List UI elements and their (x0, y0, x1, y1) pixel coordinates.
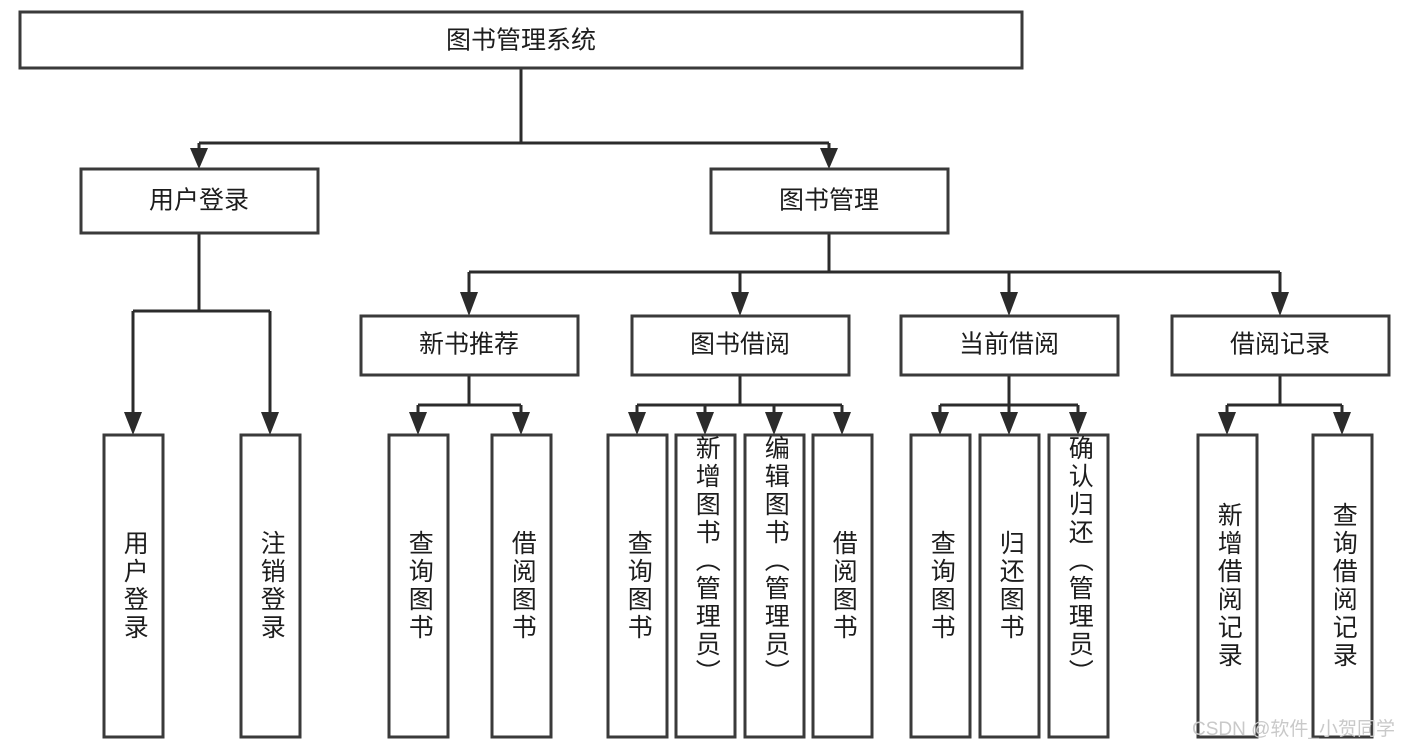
node-new-book-recommend-box[interactable] (359, 314, 580, 377)
node-book-borrow-label: 图书借阅 (690, 331, 790, 359)
connector-group-root (190, 68, 838, 169)
arrow-head-icon (628, 412, 646, 435)
arrow-head-icon (731, 292, 749, 316)
connector-group-user-login (124, 233, 279, 435)
arrow-head-icon (1069, 412, 1087, 435)
arrow-head-icon (460, 292, 478, 316)
arrow-head-icon (931, 412, 949, 435)
arrow-head-icon (833, 412, 851, 435)
node-borrow-record-label: 借阅记录 (1230, 331, 1330, 359)
arrow-head-icon (1333, 412, 1351, 435)
node-book-manage-box[interactable] (709, 167, 950, 235)
arrow-head-icon (1000, 292, 1018, 316)
node-borrow-record-box[interactable] (1170, 314, 1391, 377)
leaf-box-group (102, 433, 1374, 739)
node-book-borrow-box[interactable] (630, 314, 851, 377)
leaf-box[interactable] (102, 433, 165, 739)
node-root-box[interactable] (18, 10, 1024, 70)
leaf-box[interactable] (909, 433, 972, 739)
leaf-box[interactable] (1196, 433, 1259, 739)
arrow-head-icon (409, 412, 427, 435)
leaf-box[interactable] (978, 433, 1041, 739)
node-new-book-recommend[interactable]: 新书推荐 (359, 314, 580, 377)
arrow-head-icon (1218, 412, 1236, 435)
arrow-head-icon (190, 148, 208, 169)
node-root-label: 图书管理系统 (446, 27, 596, 55)
arrow-head-icon (512, 412, 530, 435)
node-current-borrow-box[interactable] (899, 314, 1120, 377)
leaf-box[interactable] (387, 433, 450, 739)
node-user-login[interactable]: 用户登录 (79, 167, 320, 235)
leaf-box[interactable] (674, 433, 737, 739)
arrow-head-icon (820, 148, 838, 169)
node-new-book-recommend-label: 新书推荐 (419, 331, 519, 359)
arrow-head-icon (1000, 412, 1018, 435)
leaf-box[interactable] (811, 433, 874, 739)
leaf-box[interactable] (490, 433, 553, 739)
leaf-box[interactable] (1047, 433, 1110, 739)
connector-group-current-borrow (931, 375, 1087, 435)
node-current-borrow-label: 当前借阅 (959, 331, 1059, 359)
arrow-head-icon (765, 412, 783, 435)
node-user-login-label: 用户登录 (149, 187, 249, 215)
node-user-login-box[interactable] (79, 167, 320, 235)
connector-group-book-manage (460, 233, 1289, 316)
leaf-box[interactable] (606, 433, 669, 739)
leaf-box[interactable] (743, 433, 806, 739)
node-book-manage-label: 图书管理 (779, 187, 879, 215)
connector-group-borrow-record (1218, 375, 1351, 435)
node-current-borrow[interactable]: 当前借阅 (899, 314, 1120, 377)
leaf-box[interactable] (1311, 433, 1374, 739)
node-borrow-record[interactable]: 借阅记录 (1170, 314, 1391, 377)
connector-group-book-borrow (628, 375, 851, 435)
node-book-manage[interactable]: 图书管理 (709, 167, 950, 235)
arrow-head-icon (124, 412, 142, 435)
node-book-borrow[interactable]: 图书借阅 (630, 314, 851, 377)
leaf-box[interactable] (239, 433, 302, 739)
arrow-head-icon (261, 412, 279, 435)
node-root[interactable]: 图书管理系统 (18, 10, 1024, 70)
arrow-head-icon (696, 412, 714, 435)
arrow-head-icon (1271, 292, 1289, 316)
connector-group-new-book (409, 375, 530, 435)
